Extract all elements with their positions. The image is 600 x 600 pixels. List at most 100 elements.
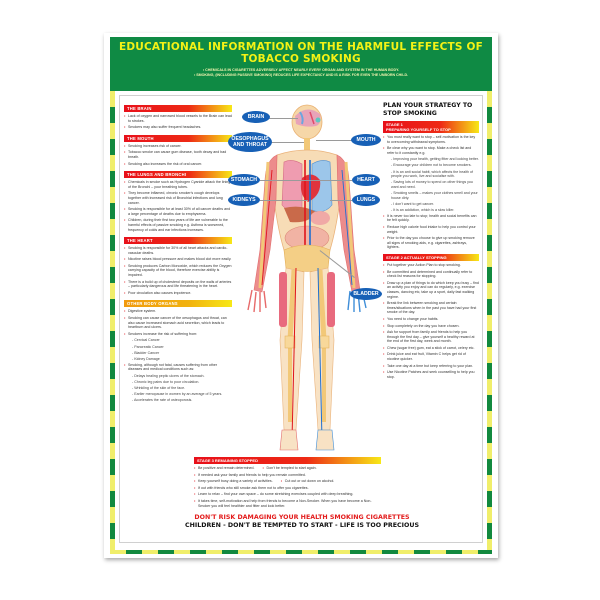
sub-item: - Cervical Cancer bbox=[132, 338, 160, 343]
title-line-2: TOBACCO SMOKING bbox=[241, 53, 361, 65]
stage-1-heading: Stage 1 Preparing yourself to stop bbox=[383, 121, 479, 133]
list-item: Smoking is responsible for at least 30% … bbox=[124, 207, 232, 216]
list-item: Smoking, although not fatal, causes suff… bbox=[124, 363, 232, 372]
sub-item: - Accelerates the rate of osteoporosis. bbox=[132, 398, 193, 403]
sub-item: - Earlier menopause in women by an avera… bbox=[132, 392, 223, 397]
list-item: It is never too late to stop; health and… bbox=[383, 214, 479, 223]
frame-bottom-border bbox=[110, 550, 492, 554]
list-item: Draw up a plan of things to do which kee… bbox=[383, 281, 479, 299]
list-item: You must really want to stop – self-moti… bbox=[383, 135, 479, 144]
sub-item: - Saving lots of money to spend on other… bbox=[391, 180, 473, 189]
footer-warning: DON'T RISK DAMAGING YOUR HEALTH SMOKING … bbox=[194, 514, 410, 521]
sub-item: - Delays healing peptic ulcers of the st… bbox=[132, 373, 205, 378]
stage-2-heading: Stage 2 Actually Stopping bbox=[383, 253, 479, 261]
label-oesophagus-throat: OESOPHAGUS AND THROAT bbox=[228, 132, 272, 152]
sub-item: - It is an anti social habit, which affe… bbox=[391, 169, 474, 179]
list-item: Smoking is responsible for 30% of all he… bbox=[124, 246, 232, 255]
list-item: Chemicals in smoke such as Hydrogen Cyan… bbox=[124, 180, 232, 189]
stomach-connector-line bbox=[260, 180, 318, 181]
list-item: There is a build up of cholesterol depos… bbox=[124, 280, 232, 289]
list-item: Ask for support from family and friends … bbox=[383, 330, 479, 344]
section-heading-mouth: The Mouth bbox=[124, 134, 232, 142]
sub-item: - Encourage your children not to become … bbox=[391, 163, 472, 168]
right-column: PLAN YOUR STRATEGY TO STOP SMOKING Stage… bbox=[383, 100, 479, 381]
list-item: Smoking increases risk of cancer. bbox=[124, 144, 232, 149]
poster: EDUCATIONAL INFORMATION ON THE HARMFUL E… bbox=[104, 33, 498, 558]
poster-content: The Brain Lack of oxygen and narrowed bl… bbox=[119, 95, 483, 543]
strategy-title: PLAN YOUR STRATEGY TO STOP SMOKING bbox=[383, 102, 473, 117]
list-item: Cut out or cut down on alcohol. bbox=[281, 479, 335, 484]
header-bullets: • CHEMICALS IN CIGARETTES ADVERSELY AFFE… bbox=[110, 68, 492, 78]
poster-header: EDUCATIONAL INFORMATION ON THE HARMFUL E… bbox=[110, 37, 492, 91]
title-line-1: EDUCATIONAL INFORMATION ON THE HARMFUL E… bbox=[118, 41, 484, 53]
list-item: Smokers may also suffer frequent headach… bbox=[124, 125, 232, 130]
label-kidneys: KIDNEYS bbox=[228, 194, 260, 206]
stage-3-row: Be positive and remain determined. Don't… bbox=[194, 466, 381, 473]
label-lungs: LUNGS bbox=[352, 194, 380, 206]
list-item: It takes time, self-motivation and help … bbox=[194, 499, 381, 508]
label-bladder: BLADDER bbox=[350, 288, 382, 300]
list-item: If needed ask your family and friends to… bbox=[194, 473, 381, 478]
list-item: Digestive system. bbox=[124, 309, 232, 314]
list-item: Break the link between smoking and certa… bbox=[383, 301, 479, 315]
poster-footer: DON'T RISK DAMAGING YOUR HEALTH SMOKING … bbox=[120, 514, 484, 530]
stage-3-section: Stage 3 Remaining Stopped Be positive an… bbox=[194, 457, 381, 510]
label-heart: HEART bbox=[352, 174, 380, 186]
list-item: Smoking also increases the risk of oral … bbox=[124, 162, 232, 167]
frame-right-border bbox=[487, 91, 492, 550]
list-item: Children, during their first two years o… bbox=[124, 218, 232, 232]
footer-message: CHILDREN - DON'T BE TEMPTED TO START - L… bbox=[184, 522, 419, 529]
list-item: Drink juice and eat fruit, Vitamin C hel… bbox=[383, 352, 479, 361]
section-heading-other-organs: Other Body Organs bbox=[124, 300, 232, 308]
label-stomach: STOMACH bbox=[228, 174, 260, 186]
list-item: Tobacco smoke can cause gum disease, too… bbox=[124, 150, 232, 159]
list-item: Be clear why you want to stop. Make a ch… bbox=[383, 146, 479, 155]
list-item: Chew (sugar free) gum, eat a stick of ca… bbox=[383, 346, 479, 351]
human-body-illustration bbox=[247, 104, 367, 451]
list-item: Smokers increase the risk of suffering f… bbox=[124, 332, 232, 337]
list-item: Learn to relax – find your own space – d… bbox=[194, 492, 381, 497]
stage-3-row: Keep yourself busy doing a variety of ac… bbox=[194, 479, 381, 486]
list-item: Reduce high calorie food intake to help … bbox=[383, 225, 479, 234]
list-item: You need to change your habits. bbox=[383, 317, 479, 322]
oesophagus-connector-line bbox=[268, 142, 304, 143]
sub-item: - Wrinkling of the skin of the face. bbox=[132, 386, 186, 391]
list-item: Prior to the day you choose to give up s… bbox=[383, 236, 479, 250]
sub-item: - Pancreatic Cancer bbox=[132, 344, 164, 349]
list-item: Smoking can cause cancer of the oesophag… bbox=[124, 316, 232, 330]
list-item: They become inflamed, chronic smoker's c… bbox=[124, 191, 232, 205]
poster-title: EDUCATIONAL INFORMATION ON THE HARMFUL E… bbox=[110, 37, 492, 65]
list-item: Put together your Action Plan to stop sm… bbox=[383, 263, 479, 268]
list-item: Be committed and determined and continua… bbox=[383, 270, 479, 279]
heart-connector-line bbox=[318, 180, 352, 181]
list-item: Lack of oxygen and narrowed blood vessel… bbox=[124, 114, 232, 123]
sub-item: - Improving your health, getting fitter … bbox=[391, 157, 479, 162]
section-heading-lungs: The Lungs and Bronchi bbox=[124, 171, 232, 179]
list-item: Poor circulation also causes impotence. bbox=[124, 291, 232, 296]
label-mouth: MOUTH bbox=[351, 134, 381, 146]
label-brain: BRAIN bbox=[242, 111, 270, 123]
list-item: Nicotine raises blood pressure and makes… bbox=[124, 257, 232, 262]
frame-left-border bbox=[110, 91, 115, 550]
section-heading-brain: The Brain bbox=[124, 105, 232, 112]
anatomy-diagram: BRAIN OESOPHAGUS AND THROAT STOMACH KIDN… bbox=[228, 100, 382, 460]
sub-item: - It is an addiction, which is a slow ki… bbox=[391, 207, 455, 212]
stage-3-heading: Stage 3 Remaining Stopped bbox=[194, 457, 381, 464]
section-heading-heart: The Heart bbox=[124, 237, 232, 245]
sub-item: - I don't want to get cancer. bbox=[391, 201, 435, 206]
kidneys-connector-line bbox=[260, 200, 308, 201]
header-bullet: • CHEMICALS IN CIGARETTES ADVERSELY AFFE… bbox=[202, 68, 400, 72]
list-item: Keep yourself busy doing a variety of ac… bbox=[194, 479, 273, 484]
list-item: Stop completely on the day you have chos… bbox=[383, 324, 479, 329]
mouth-connector-line bbox=[316, 140, 352, 141]
header-bullet: • SMOKING, (INCLUDING PASSIVE SMOKING) R… bbox=[193, 73, 409, 77]
left-column: The Brain Lack of oxygen and narrowed bl… bbox=[124, 100, 232, 404]
stage-1-subtitle: Preparing yourself to stop bbox=[386, 127, 451, 132]
list-item: Use Nicotine Patches and seek counsellin… bbox=[383, 370, 479, 379]
list-item: If out with friends who still smoke ask … bbox=[194, 486, 381, 491]
sub-item: - Smoking smells – makes your clothes sm… bbox=[391, 190, 478, 200]
list-item: Smoking produces Carbon Monoxide, which … bbox=[124, 264, 232, 278]
list-item: Be positive and remain determined. bbox=[194, 466, 255, 471]
sub-item: - Bladder Cancer bbox=[132, 350, 160, 355]
list-item: Take one day at a time but keep referrin… bbox=[383, 364, 479, 369]
